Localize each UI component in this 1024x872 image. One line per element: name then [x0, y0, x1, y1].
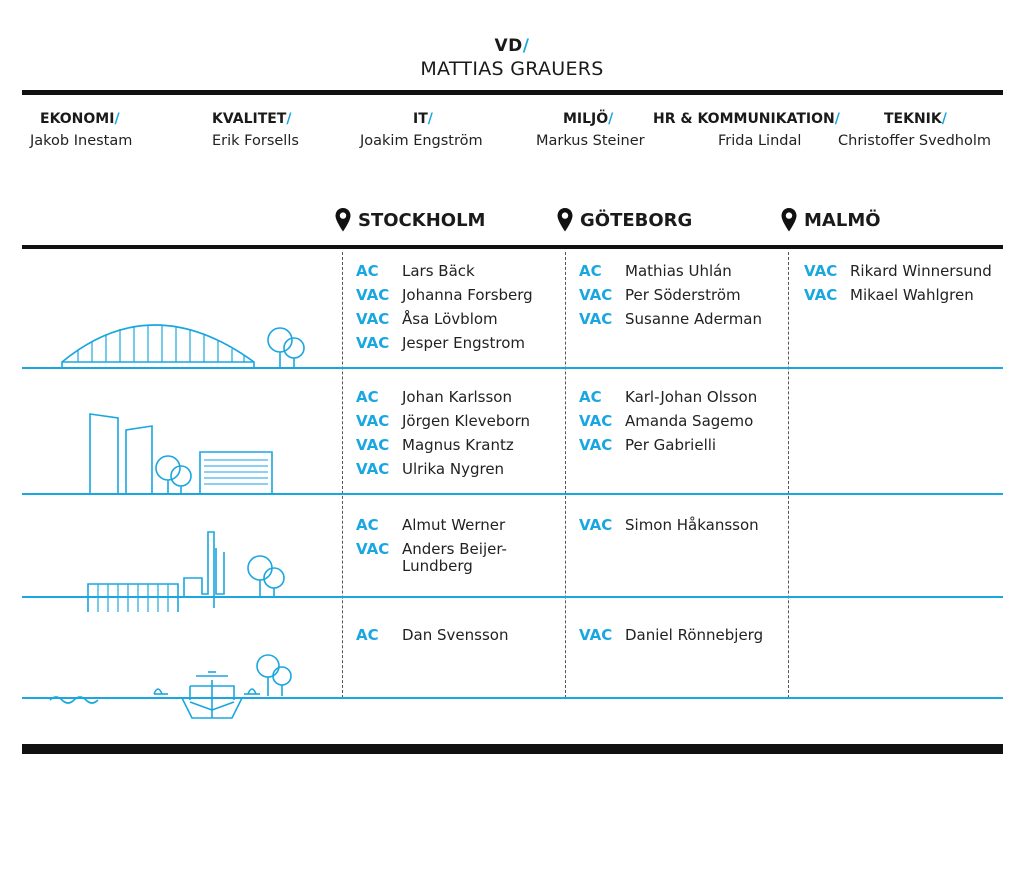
map-pin-icon: [557, 208, 573, 232]
ceo-title: VD/: [494, 36, 530, 56]
department-head: Erik Forsells: [212, 133, 299, 149]
slash-icon: /: [427, 111, 433, 127]
city-goteborg: GÖTEBORG: [556, 207, 692, 233]
ceo-name: MATTIAS GRAUERS: [420, 58, 604, 80]
map-pin-icon: [335, 208, 351, 232]
department-hr-kommunikation: HR & KOMMUNIKATION/: [653, 111, 840, 127]
department-head: Christoffer Svedholm: [838, 133, 992, 149]
bridge-illustration: [61, 324, 305, 368]
column-divider: [342, 252, 343, 698]
row-divider: [22, 596, 1003, 598]
map-pin-icon: [781, 208, 797, 232]
column-divider: [565, 252, 566, 698]
city-stockholm: STOCKHOLM: [334, 207, 485, 233]
slash-icon: /: [834, 111, 840, 127]
bottom-rule: [22, 744, 1003, 754]
slash-icon: /: [608, 111, 614, 127]
department-head: Markus Steiner: [536, 133, 645, 149]
city-malmo: MALMÖ: [780, 207, 881, 233]
slash-icon: /: [114, 111, 120, 127]
row-divider: [22, 367, 1003, 369]
column-divider: [788, 252, 789, 698]
slash-icon: /: [522, 36, 530, 56]
top-rule: [22, 90, 1003, 95]
table-top-rule: [22, 245, 1003, 249]
slash-icon: /: [941, 111, 947, 127]
department-head: Frida Lindal: [718, 133, 802, 149]
harbor-illustration: [87, 531, 285, 612]
department-ekonomi: EKONOMI/: [40, 111, 120, 127]
department-head: Jakob Inestam: [30, 133, 133, 149]
department-teknik: TEKNIK/: [884, 111, 947, 127]
department-kvalitet: KVALITET/: [212, 111, 292, 127]
slash-icon: /: [286, 111, 292, 127]
department-miljo: MILJÖ/: [563, 111, 614, 127]
row-divider: [22, 493, 1003, 495]
ship-illustration: [49, 654, 292, 719]
department-it: IT/: [413, 111, 433, 127]
buildings-illustration: [89, 413, 273, 494]
department-head: Joakim Engström: [360, 133, 483, 149]
row-divider: [22, 697, 1003, 699]
